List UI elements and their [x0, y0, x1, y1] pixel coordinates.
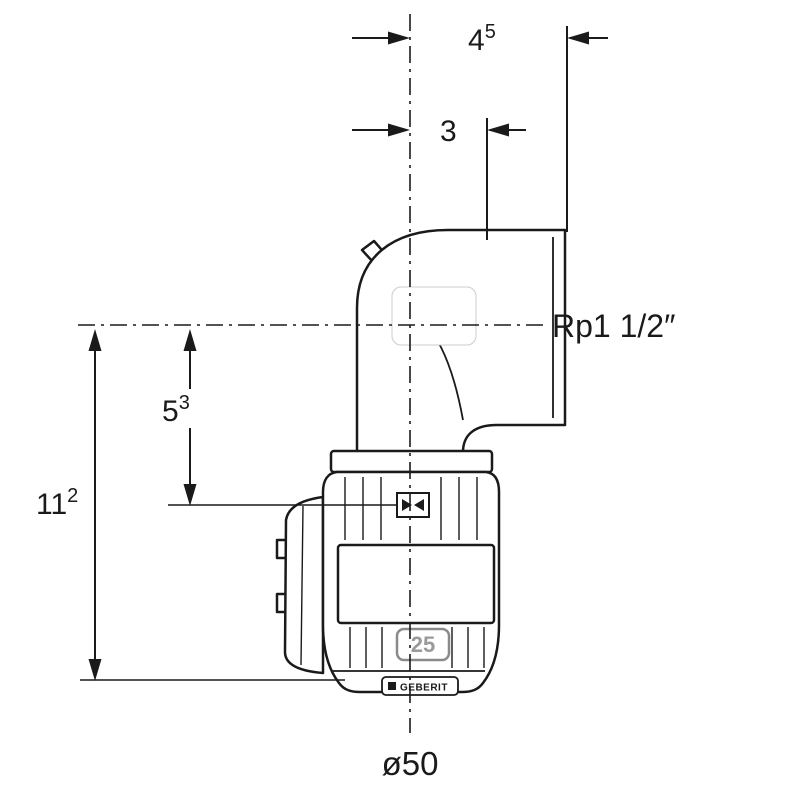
dimension-offset: 3 — [352, 115, 526, 240]
dim-value-branch-height: 53 — [162, 392, 190, 428]
bowtie-icon — [414, 499, 424, 511]
press-clip — [283, 495, 325, 675]
press-clip-contour — [300, 505, 304, 666]
press-indicator-window — [396, 492, 430, 518]
flange — [329, 449, 494, 474]
arrowhead-up-icon — [88, 329, 102, 351]
dimension-branch-height: 53 — [162, 329, 397, 506]
arrowhead-down-icon — [88, 659, 102, 681]
brand-logo-icon — [388, 682, 396, 690]
arrowhead-right-icon — [388, 31, 410, 45]
bowtie-icon — [402, 499, 412, 511]
brand-plate-frame — [381, 676, 459, 696]
dim-value-top: 45 — [468, 21, 496, 57]
diameter-label: ø50 — [382, 745, 439, 782]
arrowhead-up-icon — [183, 329, 197, 351]
press-indicator — [396, 492, 430, 518]
arrowhead-down-icon — [183, 484, 197, 506]
brand-label: GEBERIT — [400, 683, 448, 694]
arrowhead-left-icon — [567, 31, 589, 45]
size-badge-label: 25 — [411, 632, 435, 657]
dimension-top-width: 45 — [352, 21, 608, 232]
size-badge: 25 — [395, 627, 451, 662]
thread-label: Rp1 1/2″ — [552, 308, 675, 344]
dim-value-total-height: 112 — [36, 485, 78, 521]
upper-ribs — [344, 477, 478, 540]
arrowhead-left-icon — [487, 123, 509, 137]
brand-plate: GEBERIT — [381, 676, 459, 696]
lower-ribs — [349, 627, 485, 668]
label-patch — [391, 286, 477, 346]
dim-value-offset: 3 — [440, 115, 457, 148]
middle-band — [336, 543, 496, 625]
arrowhead-right-icon — [388, 123, 410, 137]
dimension-total-height: 112 — [36, 329, 345, 681]
